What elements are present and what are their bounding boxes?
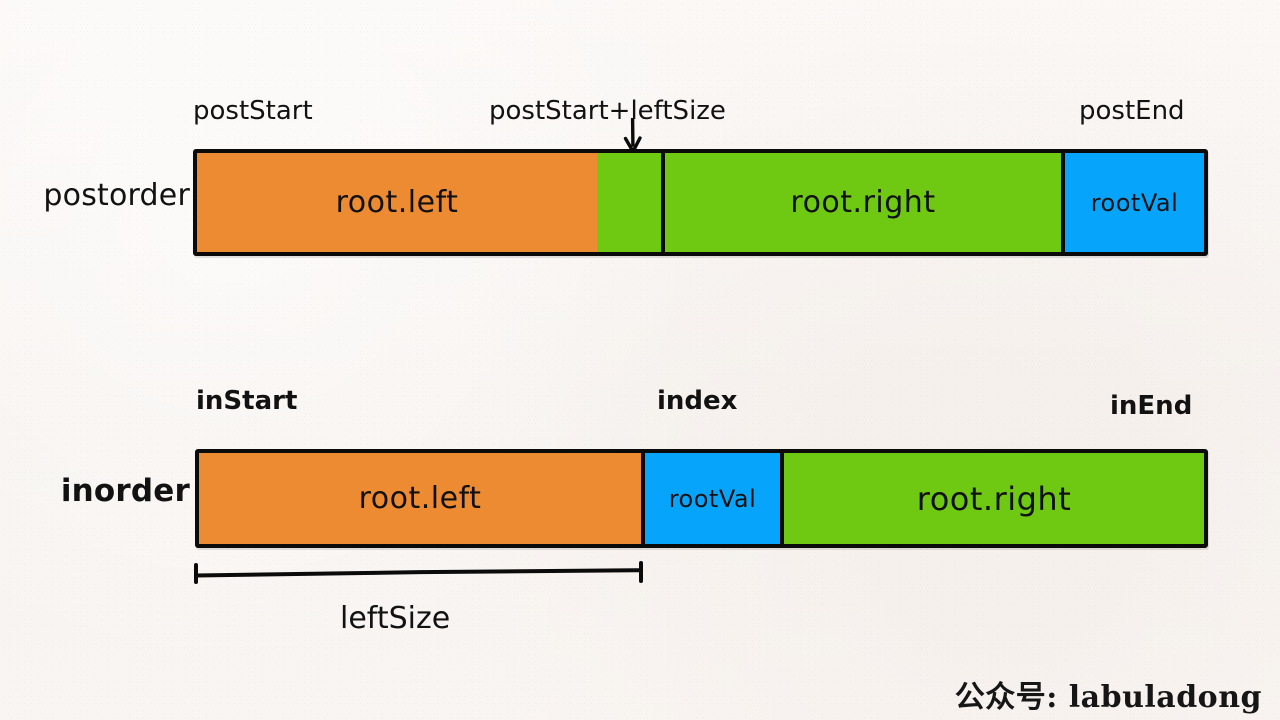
postorder-array-bar: root.left root.right rootVal bbox=[193, 149, 1208, 256]
inorder-row-label: inorder bbox=[60, 473, 190, 509]
postorder-segment-root-right: root.right bbox=[665, 153, 1065, 252]
annotation-in-end: inEnd bbox=[1110, 391, 1193, 421]
left-size-measure-label: leftSize bbox=[340, 601, 451, 636]
postorder-segment-gap bbox=[597, 153, 665, 252]
annotation-post-start-plus-left-size: postStart+leftSize bbox=[489, 96, 726, 126]
inorder-segment-root-left: root.left bbox=[199, 453, 645, 544]
postorder-segment-root-val: rootVal bbox=[1065, 153, 1204, 252]
inorder-segment-root-val: rootVal bbox=[645, 453, 784, 544]
annotation-in-start: inStart bbox=[196, 386, 298, 416]
postorder-row-label: postorder bbox=[43, 178, 190, 213]
annotation-post-start: postStart bbox=[193, 96, 313, 126]
inorder-segment-root-right: root.right bbox=[784, 453, 1204, 544]
annotation-post-end: postEnd bbox=[1079, 96, 1185, 126]
postorder-segment-root-left: root.left bbox=[197, 153, 597, 252]
left-size-measure-bracket bbox=[188, 558, 654, 588]
annotation-index: index bbox=[657, 386, 738, 416]
inorder-array-bar: root.left rootVal root.right bbox=[195, 449, 1208, 548]
watermark-label: 公众号: labuladong bbox=[954, 680, 1262, 715]
